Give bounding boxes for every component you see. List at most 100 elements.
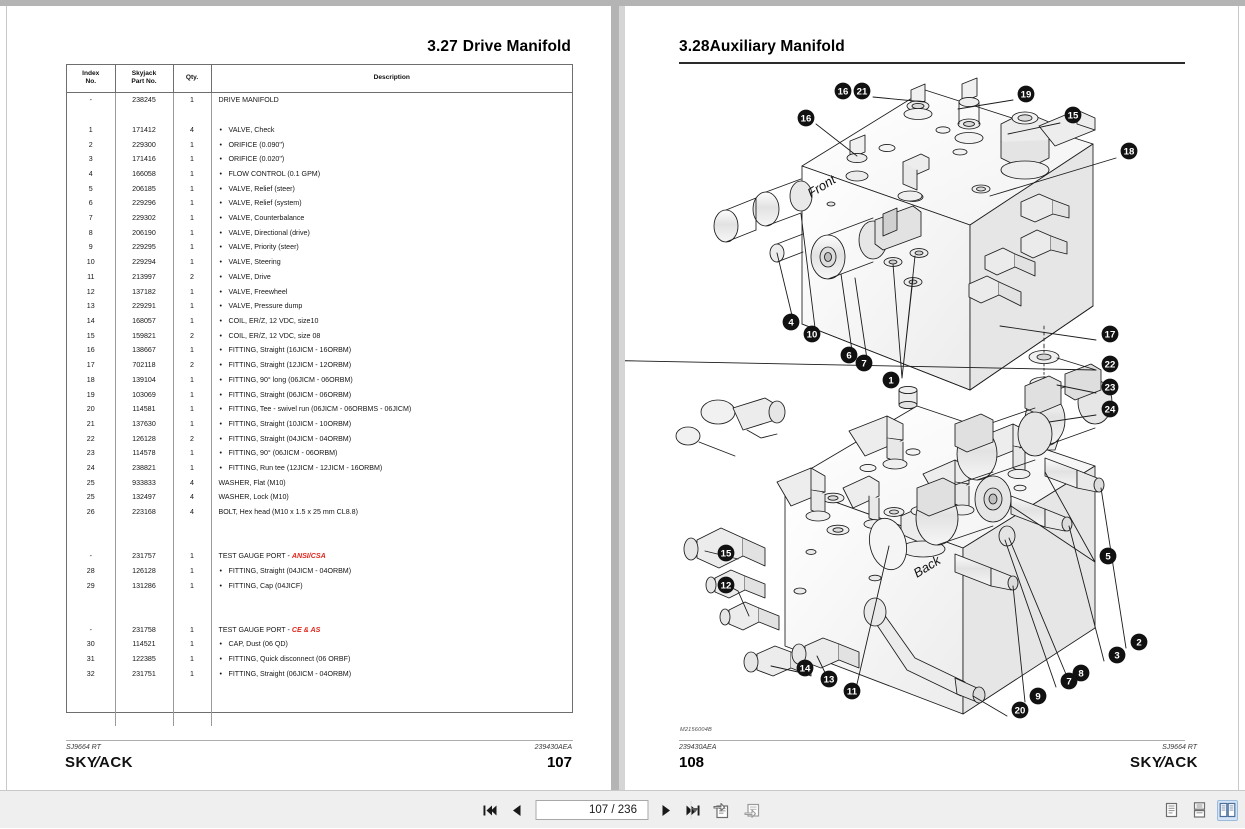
page-dropdown-caret-icon[interactable] — [690, 801, 698, 819]
callout-18: 18 — [1120, 142, 1138, 160]
callout-11: 11 — [843, 682, 861, 700]
table-filler-row — [67, 710, 572, 726]
cell-description: FITTING, Straight (04JICM - 04ORBM) — [211, 564, 572, 579]
table-row: 281261281FITTING, Straight (04JICM - 04O… — [67, 563, 572, 579]
svg-text:23: 23 — [1105, 382, 1116, 393]
page-number-box[interactable] — [535, 800, 698, 820]
table-spacer-row — [67, 108, 572, 123]
callout-24: 24 — [1101, 400, 1119, 418]
right-title-rule — [679, 62, 1185, 64]
cell-qty: 2 — [173, 328, 212, 344]
previous-page-button[interactable] — [508, 800, 526, 820]
table-row: 52061851VALVE, Relief (steer) — [67, 181, 572, 197]
cell-qty: 1 — [173, 196, 212, 212]
cell-index-no: 3 — [67, 152, 116, 167]
drawing-number: M2156004B — [680, 727, 712, 733]
cell-part-no: 238245 — [115, 92, 174, 109]
cell-qty: 1 — [173, 622, 212, 638]
callout-9: 9 — [1029, 687, 1047, 705]
svg-text:17: 17 — [1105, 329, 1116, 340]
cell-part-no: 229291 — [115, 299, 174, 314]
cell-index-no: 22 — [67, 431, 116, 447]
cell-index-no: - — [67, 92, 116, 109]
svg-text:14: 14 — [800, 663, 811, 674]
cell-description: VALVE, Relief (system) — [211, 196, 572, 211]
table-row: 11714124VALVE, Check — [67, 122, 572, 138]
left-footer-page-number: 107 — [546, 754, 572, 771]
parts-list-table: Index No. Skyjack Part No. Qty. Descript… — [66, 64, 573, 726]
callout-4: 4 — [782, 313, 800, 331]
cell-qty: 1 — [173, 240, 212, 256]
cell-index-no: 23 — [67, 446, 116, 462]
cell-part-no: 223168 — [115, 505, 174, 520]
callout-7: 7 — [855, 354, 873, 372]
cell-qty: 1 — [173, 92, 212, 109]
cell-part-no: 229300 — [115, 137, 174, 153]
skyjack-logo-right: SKY/ACK — [1129, 754, 1198, 771]
cell-part-no: 702118 — [115, 358, 174, 373]
col-header-part-no: Skyjack Part No. — [115, 65, 174, 94]
view-continuous-button[interactable] — [1189, 800, 1210, 821]
view-single-page-button[interactable] — [1161, 800, 1182, 821]
upper-solenoid-valve — [810, 205, 929, 287]
cell-part-no: 168057 — [115, 314, 174, 329]
cell-index-no: 20 — [67, 402, 116, 417]
cell-qty: 4 — [173, 475, 212, 491]
insert-page-button[interactable] — [711, 800, 733, 820]
cell-qty: 1 — [173, 387, 212, 403]
cell-qty: 1 — [173, 211, 212, 226]
cell-part-no: 166058 — [115, 166, 174, 182]
cell-part-no: 114581 — [115, 402, 174, 417]
cell-index-no: 12 — [67, 284, 116, 300]
cell-index-no: 29 — [67, 578, 116, 594]
cell-index-no: 13 — [67, 299, 116, 314]
callout-13: 13 — [820, 670, 838, 688]
cell-qty: 1 — [173, 563, 212, 579]
svg-text:15: 15 — [1068, 110, 1079, 121]
callout-8: 8 — [1072, 664, 1090, 682]
cell-index-no: 1 — [67, 122, 116, 138]
cell-description: FITTING, Cap (04JICF) — [211, 579, 572, 594]
cell-part-no: 114578 — [115, 446, 174, 462]
table-row: 177021182FITTING, Straight (12JICM - 12O… — [67, 358, 572, 373]
svg-text:7: 7 — [861, 358, 866, 369]
cell-description: FITTING, Straight (06JICM - 06ORBM) — [211, 388, 572, 403]
callout-15: 15 — [717, 544, 735, 562]
cell-qty: 1 — [173, 461, 212, 476]
extract-page-button[interactable] — [742, 800, 764, 820]
right-section-title: Auxiliary Manifold — [709, 38, 845, 55]
left-footer-model: SJ9664 RT — [66, 744, 101, 751]
table-row: 132292911VALVE, Pressure dump — [67, 299, 572, 314]
col-header-description: Description — [211, 65, 572, 94]
cell-part-no: 122385 — [115, 652, 174, 667]
cell-description: FITTING, 90° long (06JICM - 06ORBM) — [211, 373, 572, 388]
cell-description: VALVE, Freewheel — [211, 285, 572, 300]
cell-index-no: 2 — [67, 137, 116, 153]
callout-7: 7 — [1060, 672, 1078, 690]
cell-qty: 1 — [173, 255, 212, 270]
right-footer-rule — [679, 740, 1185, 741]
right-page-title: 3.28Auxiliary Manifold — [679, 38, 845, 56]
svg-text:4: 4 — [788, 317, 794, 328]
cell-index-no: 9 — [67, 240, 116, 256]
col-header-index: Index No. — [67, 65, 116, 94]
right-footer-model: SJ9664 RT — [1162, 744, 1197, 751]
cell-description: FLOW CONTROL (0.1 GPM) — [211, 167, 572, 182]
table-row: 301145211CAP, Dust (06 QD) — [67, 637, 572, 653]
table-row: 112139972VALVE, Drive — [67, 269, 572, 285]
cell-description: WASHER, Lock (M10) — [218, 493, 289, 502]
left-section-number: 3.27 — [427, 38, 458, 55]
first-page-button[interactable] — [481, 800, 499, 820]
cell-description: TEST GAUGE PORT - CE & AS — [218, 625, 321, 634]
svg-text:3: 3 — [1114, 650, 1119, 661]
cell-part-no: 126128 — [115, 431, 174, 447]
left-section-title: Drive Manifold — [462, 38, 571, 55]
view-two-page-button[interactable] — [1217, 799, 1238, 821]
pdf-page-108[interactable]: 3.28Auxiliary Manifold — [625, 6, 1239, 790]
svg-text:16: 16 — [801, 113, 812, 124]
page-number-input[interactable] — [536, 801, 690, 819]
